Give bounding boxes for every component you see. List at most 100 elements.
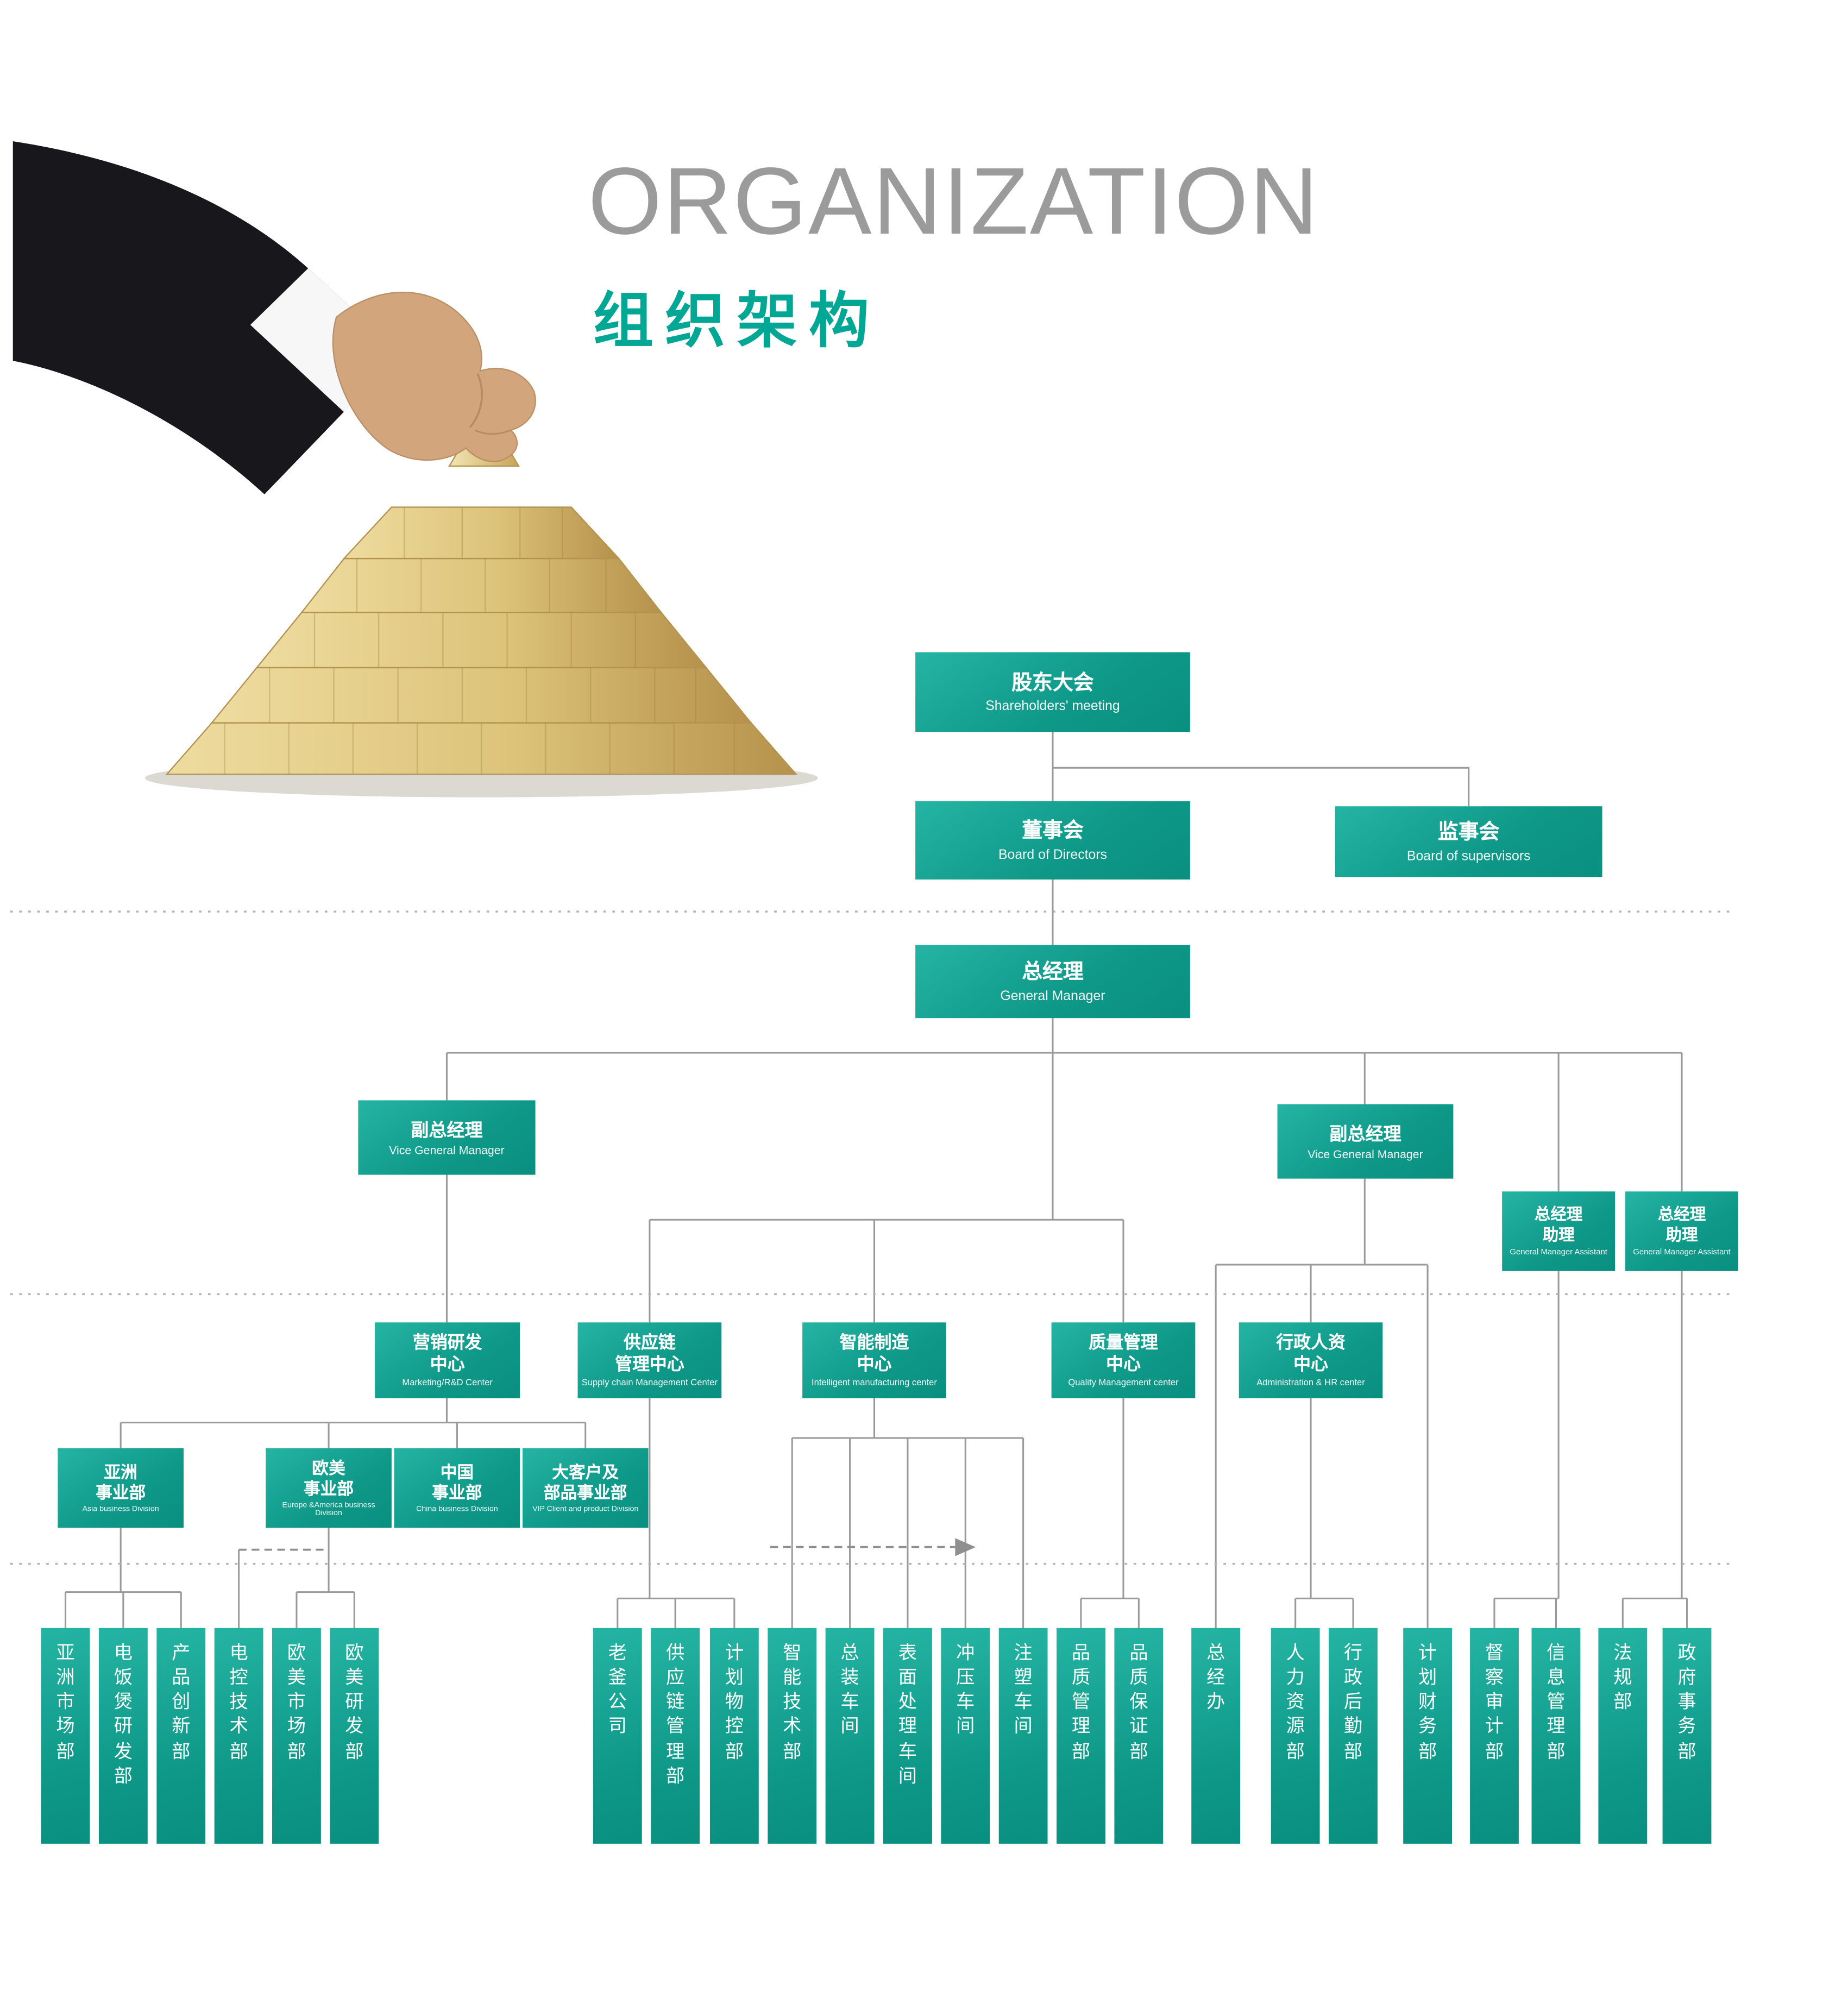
node-label-zh: 中国 事业部 <box>432 1462 482 1503</box>
dept-quality-assurance: 品质保证部 <box>1114 1628 1164 1844</box>
dept-label: 督察审计部 <box>1485 1643 1504 1762</box>
node-label-zh: 营销研发 中心 <box>412 1333 482 1374</box>
node-label-zh: 行政人资 中心 <box>1276 1333 1346 1374</box>
dept-label: 信息管理部 <box>1547 1643 1566 1762</box>
dept-supervision-audit: 督察审计部 <box>1470 1628 1519 1844</box>
dept-label: 电饭煲研发部 <box>114 1643 133 1787</box>
node-vice-general-manager-left: 副总经理 Vice General Manager <box>358 1100 536 1175</box>
page-title-zh: 组织架构 <box>593 286 881 355</box>
node-label-zh: 总经理 助理 <box>1534 1205 1583 1243</box>
dept-injection-molding-workshop: 注塑车间 <box>998 1628 1048 1844</box>
dept-label: 人力资源部 <box>1286 1643 1305 1762</box>
dept-label: 欧美市场部 <box>287 1643 306 1762</box>
node-marketing-rd-center: 营销研发 中心 Marketing/R&D Center <box>375 1322 520 1398</box>
dept-final-assembly-workshop: 总装车间 <box>825 1628 875 1844</box>
dept-label: 计划财务部 <box>1418 1643 1437 1762</box>
node-label-en: Board of Directors <box>998 847 1107 863</box>
node-label-zh: 总经理 <box>1022 962 1084 984</box>
dept-label: 表面处理车间 <box>898 1643 917 1787</box>
dept-surface-treatment-workshop: 表面处理车间 <box>883 1628 932 1844</box>
dept-product-innovation: 产品创新部 <box>156 1628 206 1844</box>
dept-intelligent-tech: 智能技术部 <box>768 1628 817 1844</box>
suit-sleeve <box>12 141 401 494</box>
dept-label: 冲压车间 <box>956 1643 975 1738</box>
node-shareholders-meeting: 股东大会 Shareholders' meeting <box>915 652 1190 732</box>
dept-gm-office: 总经办 <box>1191 1628 1241 1844</box>
node-label-zh: 监事会 <box>1437 822 1500 844</box>
dept-rice-cooker-rd: 电饭煲研发部 <box>98 1628 148 1844</box>
node-label-en: Administration & HR center <box>1256 1378 1365 1388</box>
node-euro-america-division: 欧美 事业部 Europe &America business Division <box>266 1448 392 1528</box>
dept-label: 供应链管理部 <box>666 1643 685 1787</box>
node-label-en: VIP Client and product Division <box>532 1506 639 1515</box>
node-label-zh: 董事会 <box>1022 820 1084 843</box>
dept-planning-material-control: 计划物控部 <box>709 1628 759 1844</box>
node-admin-hr-center: 行政人资 中心 Administration & HR center <box>1239 1322 1383 1398</box>
node-label-zh: 副总经理 <box>411 1120 483 1141</box>
node-label-zh: 亚洲 事业部 <box>96 1462 146 1503</box>
node-label-zh: 质量管理 中心 <box>1089 1333 1158 1374</box>
node-label-en: Asia business Division <box>82 1506 159 1515</box>
node-label-en: Marketing/R&D Center <box>402 1378 493 1388</box>
node-gm-assistant-1: 总经理 助理 General Manager Assistant <box>1502 1191 1615 1271</box>
dept-label: 产品创新部 <box>172 1643 191 1762</box>
hand <box>332 291 536 462</box>
dept-label: 政府事务部 <box>1677 1643 1696 1762</box>
node-board-of-supervisors: 监事会 Board of supervisors <box>1335 806 1602 877</box>
dashed-arrow-head <box>955 1538 976 1556</box>
pyramid-hand-illustration <box>12 141 818 797</box>
node-label-en: General Manager Assistant <box>1633 1248 1731 1258</box>
dept-information-mgmt: 信息管理部 <box>1531 1628 1581 1844</box>
dept-asia-market: 亚洲市场部 <box>41 1628 90 1844</box>
finger-crease-2 <box>474 429 512 435</box>
dept-quality-mgmt: 品质管理部 <box>1057 1628 1105 1844</box>
node-label-en: Supply chain Management Center <box>581 1378 718 1388</box>
node-label-en: Vice General Manager <box>1307 1147 1423 1160</box>
dept-admin-logistics: 行政后勤部 <box>1329 1628 1378 1844</box>
node-china-division: 中国 事业部 China business Division <box>394 1448 520 1528</box>
node-label-en: General Manager <box>1000 988 1105 1004</box>
node-label-zh: 副总经理 <box>1329 1123 1401 1145</box>
dept-supply-chain-mgmt: 供应链管理部 <box>651 1628 700 1844</box>
node-label-en: Quality Management center <box>1068 1378 1179 1388</box>
dept-euro-america-rd: 欧美研发部 <box>330 1628 379 1844</box>
node-gm-assistant-2: 总经理 助理 General Manager Assistant <box>1625 1191 1739 1271</box>
node-label-en: General Manager Assistant <box>1510 1248 1607 1258</box>
node-label-zh: 总经理 助理 <box>1657 1205 1706 1243</box>
dept-stamping-workshop: 冲压车间 <box>941 1628 990 1844</box>
finger-crease-1 <box>469 373 483 429</box>
dept-label: 品质保证部 <box>1129 1643 1148 1762</box>
node-label-zh: 股东大会 <box>1011 672 1094 694</box>
node-intelligent-mfg-center: 智能制造 中心 Intelligent manufacturing center <box>802 1322 946 1398</box>
dept-label: 总装车间 <box>840 1643 859 1738</box>
node-label-en: Board of supervisors <box>1406 848 1531 864</box>
node-quality-mgmt-center: 质量管理 中心 Quality Management center <box>1051 1322 1196 1398</box>
node-label-zh: 欧美 事业部 <box>303 1458 354 1499</box>
node-label-en: China business Division <box>416 1506 498 1515</box>
dept-label: 计划物控部 <box>725 1643 744 1762</box>
dept-human-resources: 人力资源部 <box>1271 1628 1320 1844</box>
node-label-zh: 智能制造 中心 <box>839 1333 909 1374</box>
dept-planning-finance: 计划财务部 <box>1403 1628 1453 1844</box>
node-board-of-directors: 董事会 Board of Directors <box>915 801 1190 880</box>
pyramid-block-lines <box>224 507 736 775</box>
dept-laofu-company: 老釜公司 <box>593 1628 642 1844</box>
dept-label: 电控技术部 <box>229 1643 248 1762</box>
node-label-zh: 大客户及 部品事业部 <box>543 1462 627 1503</box>
dept-label: 亚洲市场部 <box>56 1643 75 1762</box>
node-asia-division: 亚洲 事业部 Asia business Division <box>58 1448 184 1528</box>
dept-legal: 法规部 <box>1598 1628 1648 1844</box>
node-label-zh: 供应链 管理中心 <box>615 1333 684 1374</box>
dept-label: 品质管理部 <box>1071 1643 1091 1762</box>
dept-label: 智能技术部 <box>783 1643 802 1762</box>
node-general-manager: 总经理 General Manager <box>915 945 1190 1019</box>
node-label-en: Vice General Manager <box>389 1143 505 1157</box>
node-vice-general-manager-right: 副总经理 Vice General Manager <box>1277 1104 1454 1179</box>
dept-label: 法规部 <box>1613 1643 1632 1713</box>
node-label-en: Shareholders' meeting <box>985 699 1120 714</box>
dept-euro-america-market: 欧美市场部 <box>272 1628 321 1844</box>
dept-government-affairs: 政府事务部 <box>1662 1628 1712 1844</box>
dept-label: 总经办 <box>1206 1643 1225 1713</box>
